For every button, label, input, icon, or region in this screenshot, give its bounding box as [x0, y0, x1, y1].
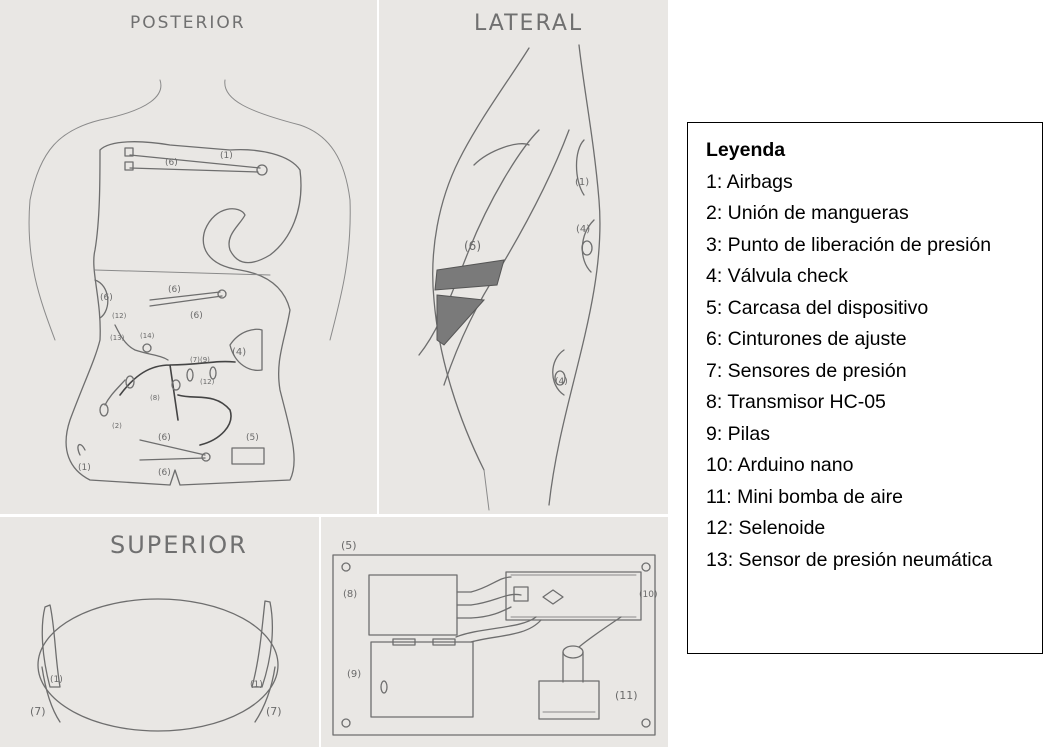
- posterior-label: (12): [200, 378, 215, 386]
- lateral-view-panel: LATERAL (6) (1) (4) (4): [379, 0, 668, 514]
- posterior-label: (6): [168, 285, 181, 295]
- posterior-label: (5): [246, 433, 259, 443]
- lateral-label: (1): [575, 177, 589, 188]
- posterior-label: (2): [112, 422, 122, 430]
- posterior-label: (6): [100, 293, 113, 303]
- posterior-label: (6): [190, 311, 203, 321]
- legend-item: 12: Selenoide: [706, 517, 826, 539]
- posterior-label: (1): [220, 151, 233, 161]
- posterior-sketch: POSTERIOR (1): [28, 13, 351, 486]
- posterior-label: (6): [158, 468, 171, 478]
- legend-title: Leyenda: [706, 139, 786, 161]
- legend-item: 7: Sensores de presión: [706, 359, 907, 382]
- posterior-label: (8): [150, 394, 160, 402]
- superior-label: (1): [50, 675, 63, 685]
- superior-label: (7): [30, 705, 46, 718]
- legend-item: 6: Cinturones de ajuste: [706, 328, 907, 350]
- legend-item: 4: Válvula check: [706, 265, 848, 287]
- posterior-label: (9): [200, 356, 210, 364]
- device-label: (10): [639, 590, 657, 600]
- superior-label: (7): [266, 705, 282, 718]
- superior-sketch: SUPERIOR (7) (7) (1) (1): [30, 531, 282, 732]
- posterior-label: (6): [158, 433, 171, 443]
- posterior-label: (4): [232, 347, 246, 358]
- posterior-label: (6): [165, 158, 178, 168]
- legend-item: 13: Sensor de presión neumática: [706, 548, 993, 571]
- device-sketch: (5) (8) (9) (10) (11): [332, 539, 657, 736]
- legend-item: 3: Punto de liberación de presión: [706, 233, 992, 256]
- legend-box: Leyenda 1: Airbags 2: Unión de mangueras…: [687, 122, 1043, 654]
- legend-item: 10: Arduino nano: [706, 454, 854, 476]
- legend-item: 11: Mini bomba de aire: [706, 485, 903, 508]
- device-label: (9): [347, 669, 361, 680]
- lateral-title: LATERAL: [474, 11, 583, 36]
- lateral-label: (4): [576, 224, 590, 235]
- legend-item: 8: Transmisor HC-05: [706, 391, 886, 413]
- posterior-title: POSTERIOR: [130, 13, 246, 33]
- lateral-label: (6): [464, 239, 481, 253]
- lateral-sketch: LATERAL (6) (1) (4) (4): [418, 11, 601, 511]
- legend-item: 9: Pilas: [706, 422, 770, 445]
- posterior-label: (14): [140, 332, 155, 340]
- posterior-label: (12): [112, 312, 127, 320]
- device-marker: (5): [341, 539, 357, 552]
- superior-view-panel: SUPERIOR (7) (7) (1) (1): [0, 517, 319, 747]
- posterior-view-panel: POSTERIOR (1): [0, 0, 377, 514]
- legend-item: 2: Unión de mangueras: [706, 202, 909, 224]
- device-label: (8): [343, 589, 357, 600]
- legend-item: 1: Airbags: [706, 170, 793, 193]
- posterior-label: (1): [78, 463, 91, 473]
- device-view-panel: (5) (8) (9) (10) (11): [321, 517, 668, 747]
- legend-item: 5: Carcasa del dispositivo: [706, 296, 929, 319]
- device-label: (11): [615, 689, 638, 702]
- posterior-label: (7): [190, 356, 200, 364]
- lateral-label: (4): [555, 377, 568, 387]
- posterior-label: (13): [110, 334, 125, 342]
- superior-label: (1): [250, 680, 263, 690]
- superior-title: SUPERIOR: [110, 531, 248, 559]
